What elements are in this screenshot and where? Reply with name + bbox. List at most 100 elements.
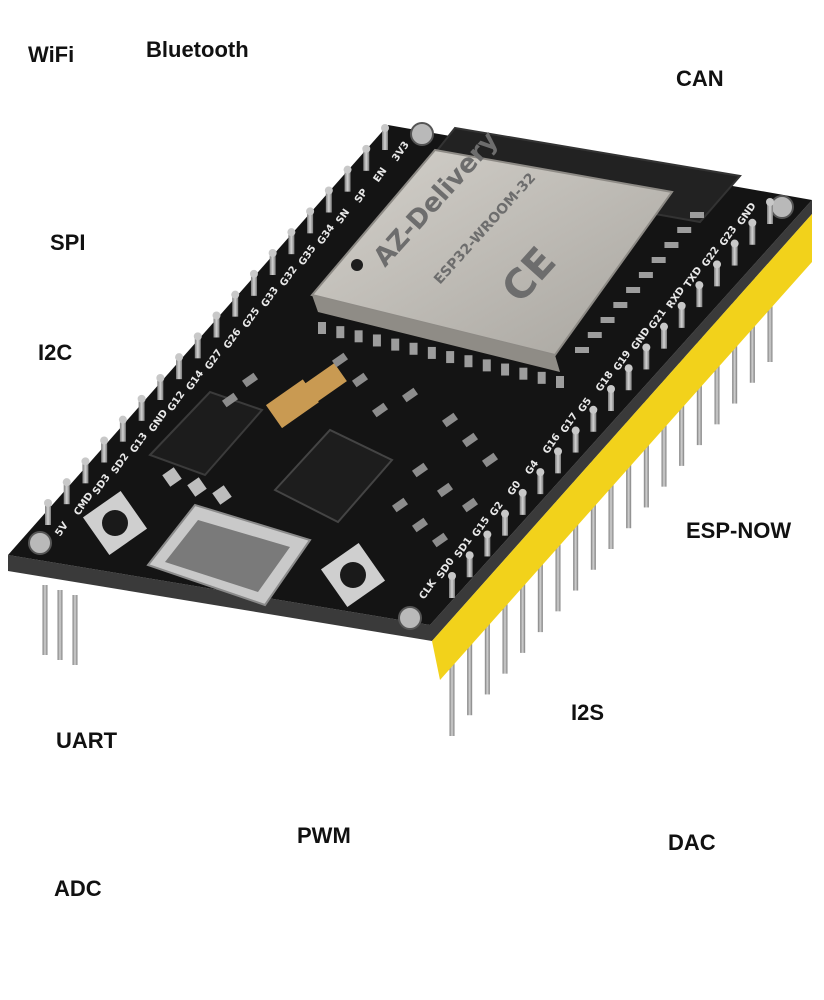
module-pad	[587, 332, 602, 338]
underside-pin	[679, 355, 685, 466]
header-pin	[382, 128, 388, 150]
header-pin	[643, 347, 650, 370]
module-pad	[677, 227, 692, 233]
module-pad	[391, 338, 400, 351]
header-pin	[696, 285, 703, 308]
header-pin-tip	[589, 405, 598, 414]
underside-pin	[555, 501, 561, 612]
underside-pin	[661, 376, 667, 487]
right-header-pins	[448, 198, 774, 598]
header-pin-tip	[536, 468, 545, 477]
underside-pin	[57, 590, 63, 660]
header-pin	[63, 482, 70, 505]
header-pin	[502, 513, 508, 536]
header-pin-tip	[571, 426, 580, 435]
header-pin	[288, 232, 295, 255]
header-pin	[714, 264, 720, 287]
header-pin	[767, 202, 773, 224]
header-pin-tip	[642, 343, 651, 352]
header-pin	[101, 440, 108, 463]
header-pin	[363, 148, 370, 171]
module-pad	[501, 363, 510, 376]
header-pin	[194, 336, 201, 359]
module-pad	[336, 326, 345, 339]
dac-label: DAC	[668, 830, 716, 855]
module-pad	[519, 367, 528, 380]
header-pin-tip	[231, 290, 240, 299]
module-pad	[372, 334, 381, 347]
smd-component	[461, 497, 479, 513]
header-pin	[45, 503, 51, 525]
header-pin-tip	[695, 281, 704, 290]
header-pin-tip	[518, 488, 527, 497]
header-pin	[176, 357, 183, 380]
wifi-label: WiFi	[28, 42, 75, 67]
smd-component	[241, 372, 259, 388]
smd-component	[431, 532, 449, 548]
header-pin-tip	[324, 186, 333, 195]
header-pin-tip	[44, 499, 52, 507]
underside-pin	[520, 542, 526, 653]
module-pad	[427, 346, 436, 359]
header-pin-tip	[607, 385, 615, 393]
module-pad	[446, 351, 455, 364]
voltage-regulator	[148, 390, 264, 477]
smd-component	[411, 462, 429, 478]
module-pad	[537, 371, 546, 384]
header-pin-tip	[343, 165, 352, 174]
header-pin-tip	[137, 394, 146, 403]
header-pin	[82, 461, 89, 484]
header-pin-tip	[448, 572, 456, 580]
smd-component	[221, 392, 239, 408]
smd-component	[461, 432, 479, 448]
header-pin-tip	[175, 353, 184, 362]
bluetooth-label: Bluetooth	[146, 37, 249, 62]
underside-pin	[42, 585, 48, 655]
smd-components	[221, 352, 499, 548]
header-pin-tip	[501, 509, 509, 518]
module-pad	[409, 342, 418, 355]
underside-pin	[573, 480, 579, 591]
header-pin	[678, 305, 685, 328]
smd-component	[371, 402, 389, 418]
header-pin	[157, 378, 164, 400]
header-pin-tip	[381, 124, 389, 132]
underside-pin	[608, 439, 614, 549]
header-pin	[449, 576, 455, 598]
header-pin	[344, 169, 351, 192]
header-pin-tip	[677, 301, 686, 310]
header-pin	[325, 190, 332, 213]
i2s-label: I2S	[571, 700, 605, 725]
header-pin-tip	[362, 144, 371, 153]
module-pad	[354, 330, 363, 343]
header-pin	[519, 492, 526, 515]
underside-pin	[626, 418, 632, 529]
header-pin-tip	[306, 207, 315, 216]
smd-component	[401, 387, 419, 403]
header-pin	[466, 555, 473, 578]
pwm-label: PWM	[297, 823, 351, 848]
header-pin-tip	[748, 218, 757, 227]
header-pin	[731, 243, 738, 266]
header-pin	[537, 472, 544, 495]
underside-pin	[484, 584, 490, 695]
underside-pin	[467, 605, 473, 716]
underside-pin	[72, 595, 78, 665]
header-pin-tip	[100, 436, 109, 445]
left-header-pins	[44, 124, 389, 525]
header-pin-tip	[624, 364, 633, 373]
header-pin	[484, 534, 491, 557]
module-pad	[482, 359, 491, 372]
header-pin	[269, 253, 276, 275]
underside-pin	[537, 522, 543, 633]
module-pads	[318, 212, 704, 388]
header-pin	[555, 451, 561, 474]
smd-component	[436, 482, 454, 498]
module-pad	[600, 317, 615, 323]
header-pin-tip	[483, 530, 492, 539]
smd-component	[441, 412, 459, 428]
mounting-holes	[28, 122, 794, 630]
header-pin	[138, 398, 145, 421]
uart-label: UART	[56, 728, 118, 753]
